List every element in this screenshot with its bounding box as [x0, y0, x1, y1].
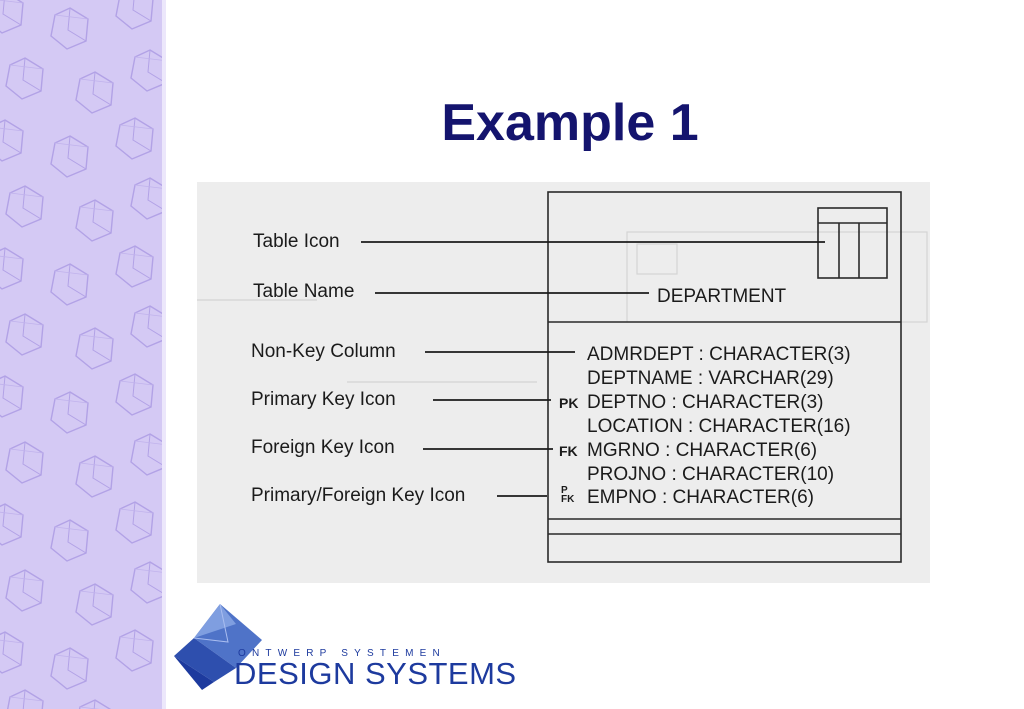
sidebar-pattern	[0, 0, 162, 709]
label-table-icon: Table Icon	[253, 231, 340, 252]
column-row: DEPTNO : CHARACTER(3)	[587, 392, 824, 413]
icon-p: P	[561, 485, 568, 496]
label-foreign-key-icon: Foreign Key Icon	[251, 437, 395, 458]
logo-mark-icon	[174, 604, 262, 690]
column-row: MGRNO : CHARACTER(6)	[587, 440, 818, 461]
table-name: DEPARTMENT	[657, 286, 787, 307]
column-row: DEPTNAME : VARCHAR(29)	[587, 368, 834, 389]
table-icon	[817, 207, 888, 279]
column-row: LOCATION : CHARACTER(16)	[587, 416, 851, 437]
logo-text: DESIGN SYSTEMS	[234, 656, 517, 691]
column-row: ADMRDEPT : CHARACTER(3)	[587, 344, 851, 365]
primary-key-icon: PK	[559, 395, 579, 411]
diagram-lines	[197, 191, 928, 563]
page-title: Example 1	[441, 94, 699, 152]
label-primary-foreign-key-icon: Primary/Foreign Key Icon	[251, 485, 466, 506]
label-table-name: Table Name	[253, 281, 355, 302]
column-row: PROJNO : CHARACTER(10)	[587, 464, 835, 485]
diagram-figure: Table Icon Table Name Non-Key Column Pri…	[197, 182, 930, 583]
label-primary-key-icon: Primary Key Icon	[251, 389, 396, 410]
primary-foreign-key-icon: P FK	[561, 485, 575, 505]
logo-tagline: ONTWERP SYSTEMEN	[238, 648, 446, 659]
foreign-key-icon: FK	[559, 443, 578, 459]
label-non-key-column: Non-Key Column	[251, 341, 396, 362]
column-row: EMPNO : CHARACTER(6)	[587, 487, 814, 508]
sidebar-edge	[162, 0, 166, 709]
icon-fk: FK	[561, 494, 575, 505]
